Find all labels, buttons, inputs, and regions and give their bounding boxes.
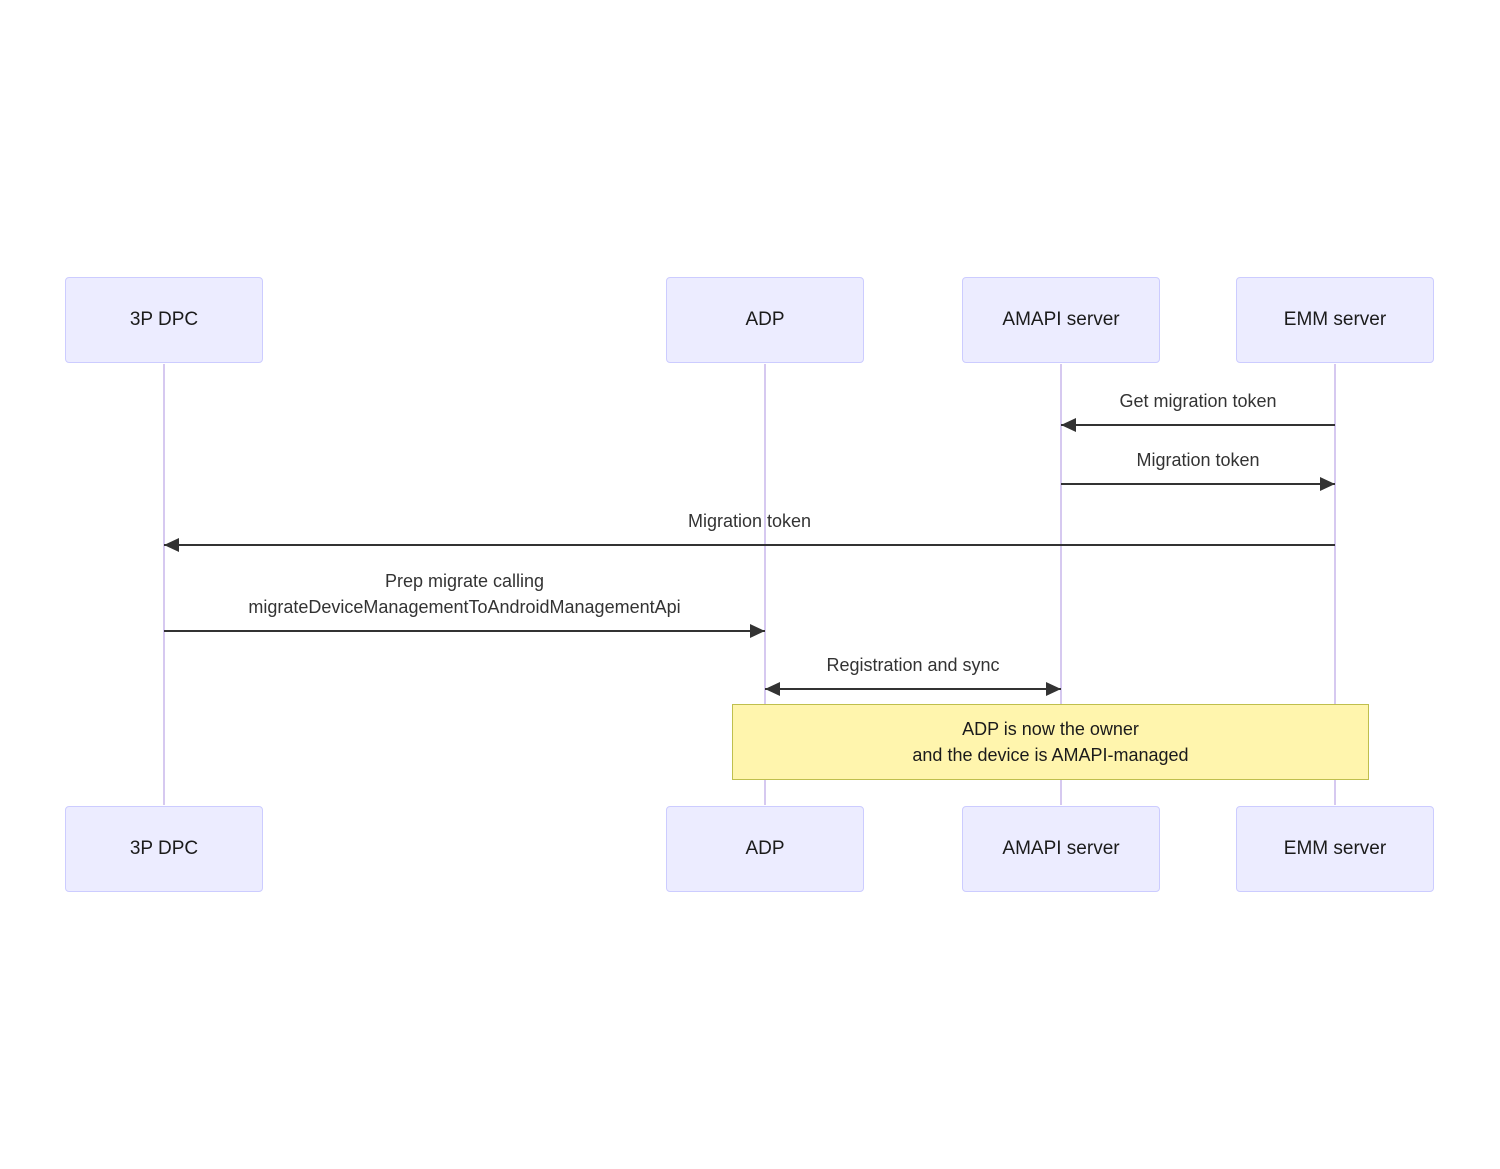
participant-box-emm-top[interactable]: EMM server [1236,277,1434,363]
participant-label-emm-top: EMM server [1283,308,1387,330]
message-label-get-migration-token: Get migration token [1119,391,1277,411]
arrow-head-left-icon [1061,418,1076,432]
participant-label-adp-top: ADP [745,308,785,330]
message-label-migration-token-emm-dpc: Migration token [687,511,812,531]
lifeline-dpc [163,364,165,805]
message-label-prep-migrate: Prep migrate calling migrateDeviceManage… [248,571,681,617]
participant-box-adp-top[interactable]: ADP [666,277,864,363]
arrow-head-right-icon [1046,682,1061,696]
message-line [164,544,1335,546]
arrow-head-left-icon [164,538,179,552]
participant-label-amapi-top: AMAPI server [1002,308,1120,330]
lifeline-amapi [1060,364,1062,805]
arrow-head-right-icon [750,624,765,638]
participant-box-adp-bottom[interactable]: ADP [666,806,864,892]
note-adp-owner: ADP is now the owner and the device is A… [732,704,1369,780]
participant-box-dpc-top[interactable]: 3P DPC [65,277,263,363]
participant-label-amapi-bottom: AMAPI server [1002,837,1120,859]
message-line [1061,424,1335,426]
note-text: ADP is now the owner and the device is A… [912,719,1189,765]
arrow-head-left-icon [765,682,780,696]
participant-box-amapi-bottom[interactable]: AMAPI server [962,806,1160,892]
lifeline-emm [1334,364,1336,805]
message-label-migration-token-amapi-emm: Migration token [1136,450,1260,470]
participant-label-emm-bottom: EMM server [1283,837,1387,859]
participant-box-emm-bottom[interactable]: EMM server [1236,806,1434,892]
participant-label-adp-bottom: ADP [745,837,785,859]
participant-label-dpc-top: 3P DPC [129,308,199,330]
message-label-registration-and-sync: Registration and sync [826,655,1000,675]
arrow-head-right-icon [1320,477,1335,491]
participant-box-amapi-top[interactable]: AMAPI server [962,277,1160,363]
message-line [765,688,1061,690]
lifeline-adp [764,364,766,805]
participant-box-dpc-bottom[interactable]: 3P DPC [65,806,263,892]
message-line [1061,483,1335,485]
participant-label-dpc-bottom: 3P DPC [129,837,199,859]
message-line [164,630,765,632]
